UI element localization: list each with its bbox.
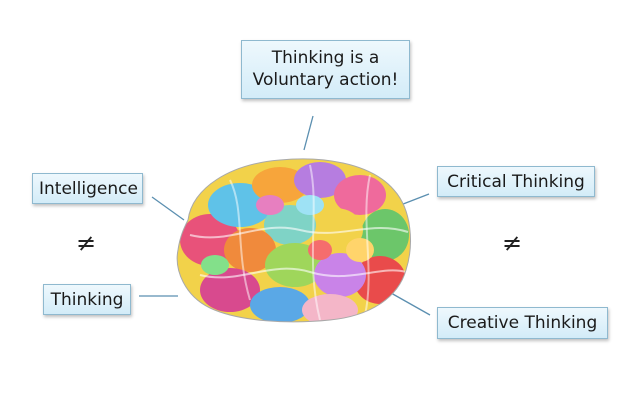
callout-creative-thinking: Creative Thinking [437,307,608,339]
callout-voluntary-line2: Voluntary action! [252,70,399,90]
callout-intelligence: Intelligence [32,173,143,204]
connector-top [303,115,314,151]
callout-thinking: Thinking [43,284,131,315]
not-equal-right: ≠ [502,229,523,257]
connector-creative [390,292,431,316]
callout-voluntary-line1: Thinking is a [271,48,380,68]
brain-image [176,158,411,323]
callout-critical-thinking: Critical Thinking [437,166,595,197]
not-equal-left: ≠ [76,229,97,257]
callout-voluntary-action: Thinking is a Voluntary action! [241,40,410,99]
connector-intelligence [151,196,185,221]
